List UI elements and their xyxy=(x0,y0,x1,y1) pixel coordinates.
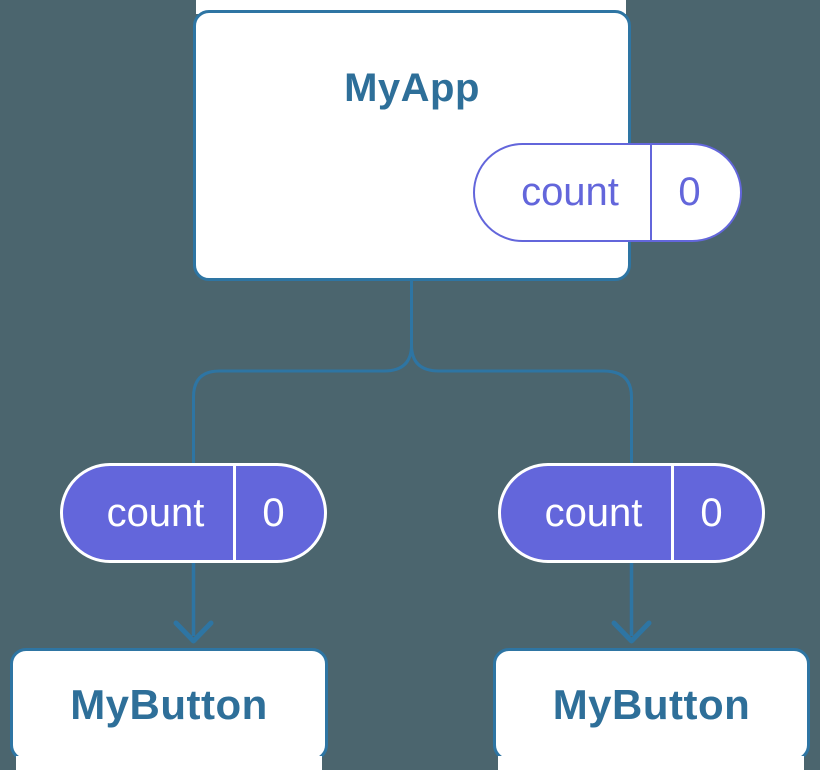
state-pill: count 0 xyxy=(473,143,742,242)
pill-divider xyxy=(233,466,236,560)
leaf-card-bottom-bleed xyxy=(16,756,322,770)
fork-branch-left xyxy=(192,281,413,466)
myapp-card: MyApp count 0 xyxy=(193,10,742,281)
pill-divider xyxy=(671,466,674,560)
component-title: MyButton xyxy=(70,680,268,728)
prop-value: 0 xyxy=(700,490,723,535)
component-title: MyApp xyxy=(344,65,480,110)
prop-label: count xyxy=(544,490,643,535)
arrowhead-left-icon xyxy=(173,620,214,644)
component-title: MyButton xyxy=(552,680,751,728)
prop-pill-right: count 0 xyxy=(498,463,765,563)
mybutton-card-left: MyButton xyxy=(10,648,328,761)
arrowhead-right-icon xyxy=(611,620,652,644)
fork-branch-right xyxy=(410,281,633,466)
state-value: 0 xyxy=(678,170,701,214)
pill-divider xyxy=(650,145,652,240)
prop-pill-left: count 0 xyxy=(60,463,327,563)
prop-label: count xyxy=(106,490,205,535)
state-label: count xyxy=(521,170,619,214)
mybutton-card-right: MyButton xyxy=(493,648,810,761)
prop-value: 0 xyxy=(262,490,285,535)
leaf-card-bottom-bleed xyxy=(498,756,804,770)
